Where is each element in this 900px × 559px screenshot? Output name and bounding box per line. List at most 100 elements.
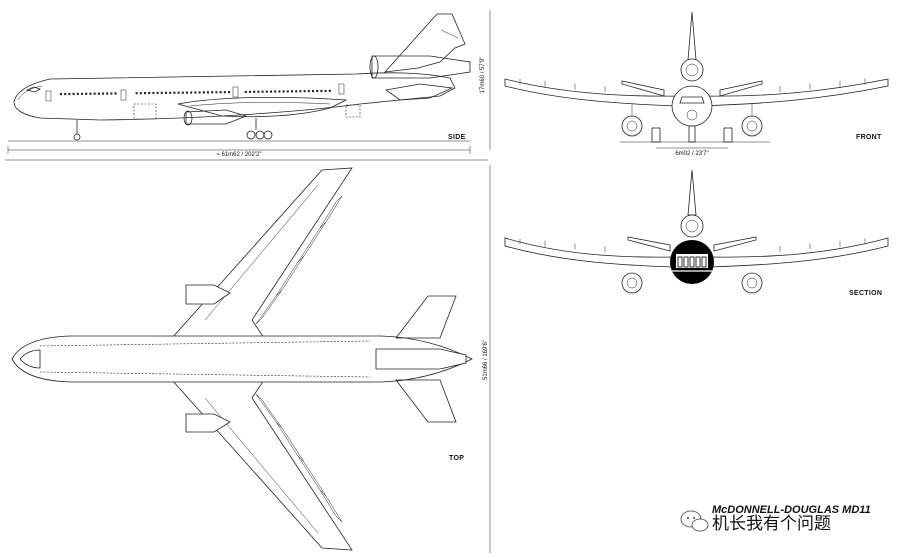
side-window bbox=[219, 91, 222, 94]
front-stab-right bbox=[719, 80, 763, 97]
top-view: 51m66 / 169'6" TOP bbox=[11, 167, 489, 551]
front-right-engine-hub bbox=[746, 120, 758, 132]
cabin-seat bbox=[677, 256, 683, 268]
section-right-wing bbox=[709, 237, 889, 268]
top-lower-engine bbox=[185, 413, 231, 433]
tail-engine-intake bbox=[369, 55, 379, 79]
front-view-label: FRONT bbox=[856, 134, 882, 141]
section-left-wing bbox=[504, 237, 675, 268]
side-window bbox=[76, 92, 79, 95]
side-window bbox=[64, 92, 67, 96]
front-radome bbox=[686, 109, 698, 121]
side-window bbox=[181, 91, 184, 94]
lower-wing-flap bbox=[255, 393, 283, 429]
side-window bbox=[68, 92, 71, 96]
top-lower-stabilizer bbox=[395, 379, 457, 423]
side-window bbox=[303, 90, 306, 93]
side-window bbox=[60, 93, 62, 96]
side-view-label: SIDE bbox=[448, 134, 466, 141]
side-window bbox=[265, 90, 268, 93]
side-tail-engine bbox=[371, 55, 471, 79]
side-window bbox=[299, 90, 302, 93]
upper-wing-spar-line bbox=[204, 184, 319, 321]
side-window bbox=[320, 89, 323, 93]
side-window bbox=[257, 90, 260, 93]
side-window bbox=[156, 91, 159, 95]
upper-wing-flaps bbox=[255, 195, 343, 325]
front-view: 6m02 / 23'7" FRONT bbox=[504, 11, 889, 157]
side-window bbox=[282, 90, 285, 93]
side-window bbox=[253, 90, 256, 93]
section-vertical-tail bbox=[687, 169, 697, 216]
top-upper-engine bbox=[185, 284, 231, 305]
side-window bbox=[106, 92, 109, 95]
side-window bbox=[215, 91, 218, 94]
side-window bbox=[81, 92, 83, 95]
cargo-door-fwd bbox=[133, 103, 157, 120]
section-stab-right bbox=[713, 236, 757, 252]
side-window bbox=[286, 90, 289, 93]
side-window bbox=[278, 90, 281, 93]
front-tail-engine bbox=[680, 58, 704, 82]
side-window bbox=[89, 92, 92, 95]
side-window-row bbox=[60, 89, 331, 96]
side-view: ≈ 61m62 / 202'2" 17m60 / 57'9" SIDE bbox=[7, 13, 486, 158]
side-window bbox=[177, 91, 180, 94]
side-window bbox=[148, 91, 151, 95]
side-window bbox=[186, 91, 188, 94]
side-window bbox=[190, 91, 193, 94]
top-tail-engine bbox=[375, 348, 467, 370]
top-view-label: TOP bbox=[449, 455, 464, 462]
side-window bbox=[261, 90, 264, 93]
cabin-interior bbox=[676, 254, 708, 268]
side-door-3 bbox=[232, 86, 239, 98]
front-right-engine bbox=[741, 115, 763, 137]
side-door-2 bbox=[120, 89, 127, 101]
top-upper-wing bbox=[171, 167, 353, 339]
side-window bbox=[202, 91, 205, 94]
top-fuselage bbox=[11, 335, 473, 383]
side-vertical-tail bbox=[383, 13, 466, 73]
side-window bbox=[316, 89, 319, 93]
front-left-gear bbox=[651, 127, 661, 143]
side-window bbox=[194, 91, 197, 94]
main-gear-wheel-1 bbox=[246, 130, 256, 140]
lower-wing-flaps bbox=[255, 393, 343, 523]
cabin-seat bbox=[695, 256, 701, 268]
side-window bbox=[169, 91, 172, 94]
side-horizontal-stabilizer bbox=[384, 83, 454, 101]
side-window bbox=[328, 89, 331, 92]
length-dimension: ≈ 61m62 / 202'2" bbox=[217, 152, 262, 158]
side-window bbox=[97, 92, 100, 95]
side-window bbox=[312, 89, 314, 93]
wechat-icon bbox=[680, 510, 709, 532]
front-vertical-tail bbox=[687, 11, 697, 61]
side-window bbox=[160, 91, 163, 94]
side-window bbox=[270, 90, 272, 93]
front-stab-left bbox=[621, 80, 665, 97]
side-window bbox=[139, 92, 142, 95]
side-wing bbox=[177, 96, 348, 118]
cockpit-window bbox=[25, 86, 41, 93]
side-window bbox=[144, 91, 146, 95]
span-dimension: 51m66 / 169'6" bbox=[483, 340, 489, 380]
side-window bbox=[244, 90, 247, 93]
section-view: SECTION bbox=[504, 169, 889, 297]
side-window bbox=[324, 89, 327, 93]
front-flap-tracks bbox=[519, 78, 866, 93]
upper-wing-flap bbox=[255, 289, 283, 325]
section-right-engine-hub bbox=[746, 277, 758, 289]
side-window bbox=[207, 91, 209, 94]
nose-gear-wheel bbox=[73, 133, 81, 141]
section-stab-left bbox=[627, 236, 671, 252]
top-lower-wing bbox=[171, 379, 353, 551]
section-left-engine bbox=[621, 272, 643, 294]
side-wing-engine bbox=[185, 109, 248, 125]
side-window bbox=[165, 91, 167, 94]
side-window bbox=[72, 92, 75, 96]
front-left-engine bbox=[621, 115, 643, 137]
upper-wing-flap bbox=[319, 195, 343, 229]
lower-wing-flap bbox=[319, 489, 343, 523]
side-window bbox=[114, 92, 117, 95]
